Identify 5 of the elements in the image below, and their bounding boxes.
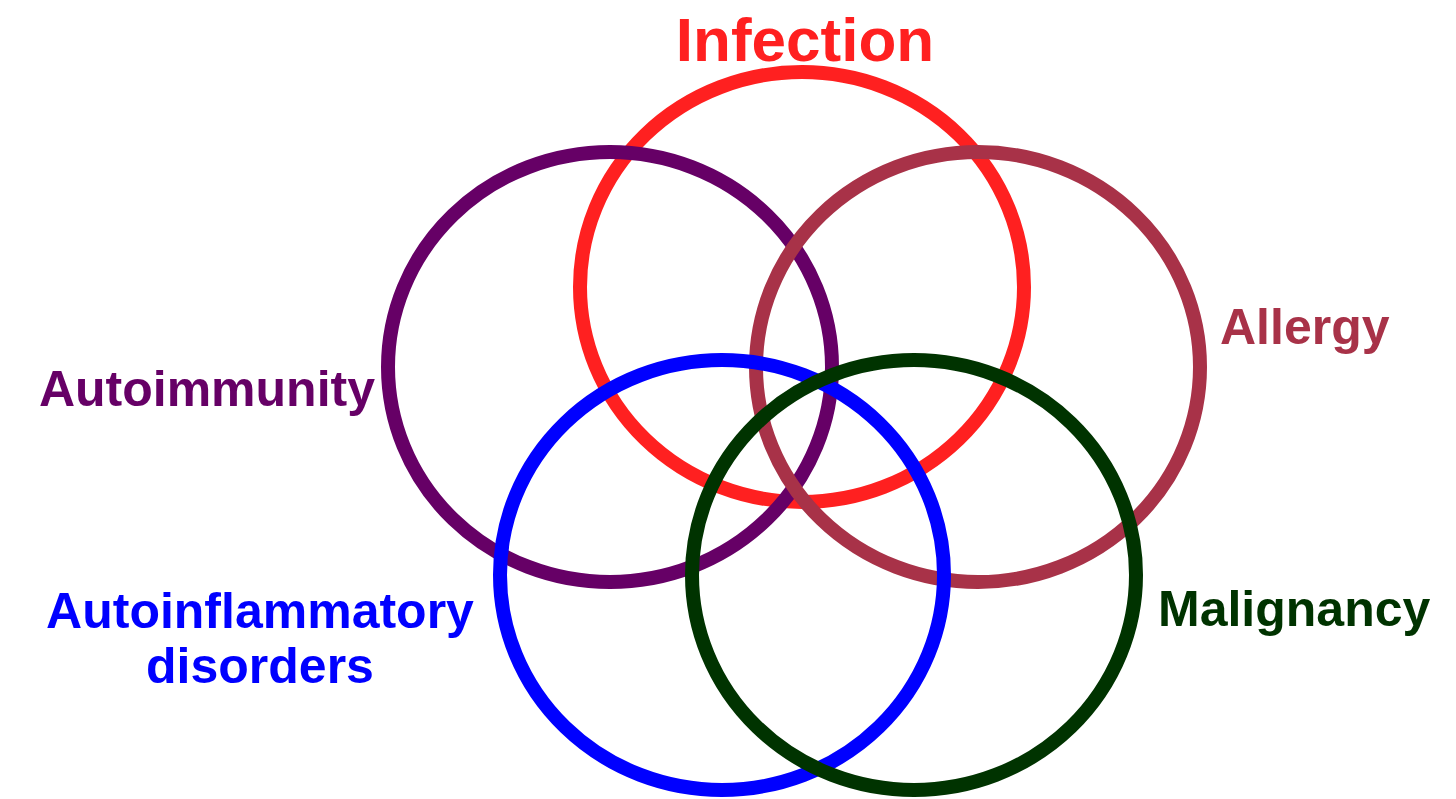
- circle-label: Autoimmunity: [37, 362, 375, 417]
- circle-label: Malignancy: [1158, 582, 1432, 637]
- circle-label: Autoinflammatory disorders: [45, 584, 475, 694]
- circle-label: Infection: [674, 6, 936, 75]
- circle-label: Allergy: [1220, 300, 1391, 355]
